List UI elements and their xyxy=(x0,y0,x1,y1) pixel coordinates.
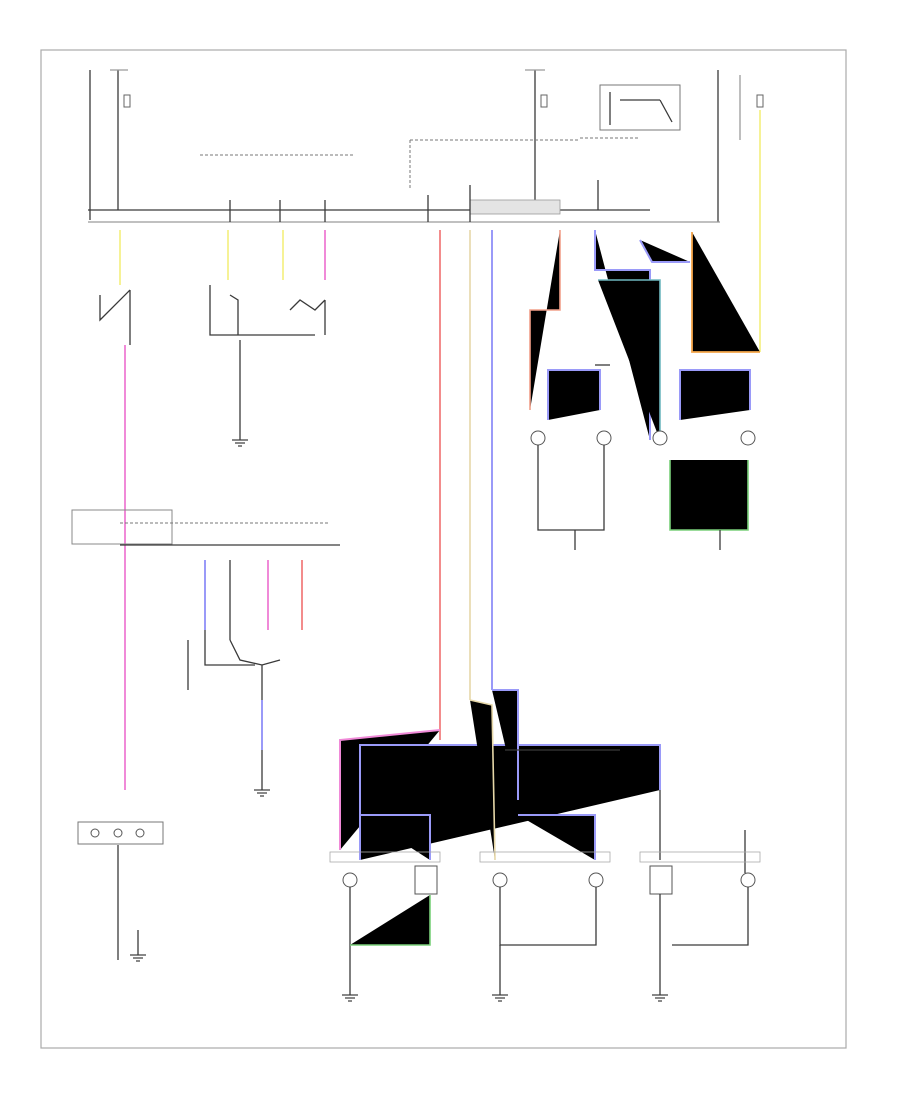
diagram-frame xyxy=(40,49,847,1049)
power-feed-center xyxy=(525,69,548,200)
relay-icon xyxy=(599,84,681,131)
rear-connector-left xyxy=(77,821,164,845)
light-switch-top xyxy=(209,230,326,447)
multifunction-switch xyxy=(71,509,340,797)
power-feed-left xyxy=(89,69,131,220)
front-lamp-circuits xyxy=(529,230,760,550)
rear-lamp-group-3 xyxy=(649,790,756,1002)
lamp-icon xyxy=(588,872,604,888)
headlamp-switch-circuit xyxy=(99,230,146,962)
lamp-icon xyxy=(596,430,612,446)
fuse-icon xyxy=(756,94,764,108)
fuse-icon xyxy=(540,94,548,108)
rear-connector-2 xyxy=(479,851,611,863)
rear-connector-3 xyxy=(639,851,761,863)
relay-box xyxy=(409,84,681,190)
lamp-icon xyxy=(530,430,546,446)
lamp-icon xyxy=(740,430,756,446)
fuse-icon xyxy=(123,94,131,108)
lamp-icon xyxy=(740,872,756,888)
power-feed-right xyxy=(717,70,764,352)
lamp-icon xyxy=(414,865,438,895)
fuse-panel-bus xyxy=(88,180,720,223)
lamp-icon xyxy=(492,872,508,888)
rear-lamp-bus xyxy=(359,689,661,861)
lamp-icon xyxy=(652,430,668,446)
rear-lamp-group-1 xyxy=(342,814,438,1002)
lamp-icon xyxy=(342,872,358,888)
rear-lamp-group-2 xyxy=(492,814,604,1002)
lamp-icon xyxy=(649,865,673,895)
rear-connector-1 xyxy=(329,851,441,863)
